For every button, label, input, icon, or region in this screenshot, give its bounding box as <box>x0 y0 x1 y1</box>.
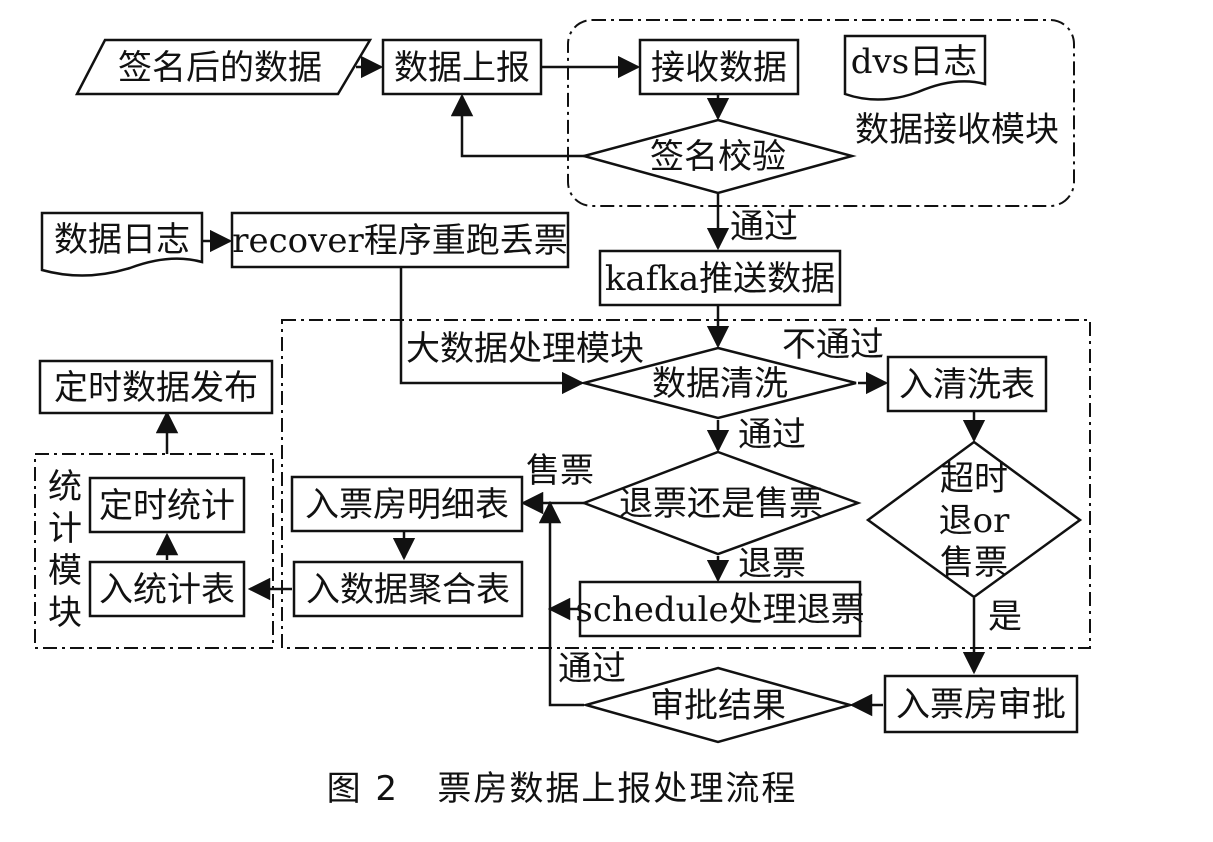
data-clean-label: 数据清洗 <box>652 364 788 404</box>
data-clean-node <box>579 346 857 420</box>
clean-table-label: 入清洗表 <box>899 365 1035 405</box>
schedule-refund-label: schedule处理退票 <box>575 590 864 630</box>
timed-stat-node <box>88 476 246 534</box>
timeout-node <box>865 440 1083 599</box>
edge-recover-to-clean <box>399 266 585 395</box>
stat-module-label-4: 块 <box>48 593 82 633</box>
timed-publish-node <box>38 359 274 415</box>
data-report-label: 数据上报 <box>394 48 530 88</box>
aggregate-table-label: 入数据聚合表 <box>306 570 510 610</box>
timeout-label-3: 售票 <box>940 543 1008 583</box>
edge-label-refund: 退票 <box>738 544 806 584</box>
big-data-module-label: 大数据处理模块 <box>406 329 644 369</box>
data-report-node <box>381 38 543 96</box>
recover-node <box>230 211 570 269</box>
stat-table-node <box>88 560 246 618</box>
timeout-label-2: 退or <box>939 501 1010 541</box>
timeout-label-1: 超时 <box>940 459 1008 499</box>
edge-label-sale: 售票 <box>526 451 594 491</box>
receive-module-container <box>567 19 1075 207</box>
stat-table-label: 入统计表 <box>99 570 235 610</box>
edge-label-pass-2: 通过 <box>738 415 806 455</box>
edge-label-fail: 不通过 <box>782 325 884 365</box>
receive-module-label: 数据接收模块 <box>855 110 1059 150</box>
schedule-refund-node <box>578 580 862 638</box>
recover-label: recover程序重跑丢票 <box>232 221 567 261</box>
edge-label-pass-3: 通过 <box>558 649 626 689</box>
aggregate-table-node <box>292 560 524 618</box>
sign-verify-label: 签名校验 <box>650 137 786 177</box>
big-data-module-container <box>281 319 1091 649</box>
box-office-detail-label: 入票房明细表 <box>305 485 509 525</box>
signed-data-node <box>74 38 373 96</box>
signed-data-label: 签名后的数据 <box>118 48 322 88</box>
box-office-approval-node <box>883 674 1079 734</box>
sign-verify-node <box>579 118 857 195</box>
data-log-label: 数据日志 <box>54 220 190 260</box>
clean-table-node <box>886 355 1048 413</box>
figure-caption: 图 2 票房数据上报处理流程 <box>327 769 798 809</box>
receive-data-label: 接收数据 <box>651 48 787 88</box>
refund-or-sale-label: 退票还是售票 <box>619 484 823 524</box>
kafka-label: kafka推送数据 <box>605 259 835 299</box>
stat-module-label-1: 统 <box>48 467 82 507</box>
stat-module-label-3: 模 <box>48 551 82 591</box>
receive-data-node <box>638 38 800 96</box>
kafka-node <box>598 249 842 307</box>
dvs-log-label: dvs日志 <box>851 42 977 82</box>
approval-result-node <box>581 666 855 744</box>
stat-module-container <box>34 453 274 649</box>
edge-label-yes: 是 <box>988 597 1022 637</box>
box-office-approval-label: 入票房审批 <box>896 685 1066 725</box>
edge-approval-loop <box>538 500 584 707</box>
approval-result-label: 审批结果 <box>650 686 786 726</box>
refund-or-sale-node <box>580 450 862 556</box>
timed-stat-label: 定时统计 <box>99 486 235 526</box>
box-office-detail-node <box>290 475 524 533</box>
timed-publish-label: 定时数据发布 <box>54 368 258 408</box>
dvs-log-node <box>843 34 987 101</box>
data-log-node <box>40 211 204 277</box>
edge-verify-back-to-report <box>450 93 585 158</box>
stat-module-label-2: 计 <box>48 509 82 549</box>
edge-label-pass-1: 通过 <box>730 207 798 247</box>
